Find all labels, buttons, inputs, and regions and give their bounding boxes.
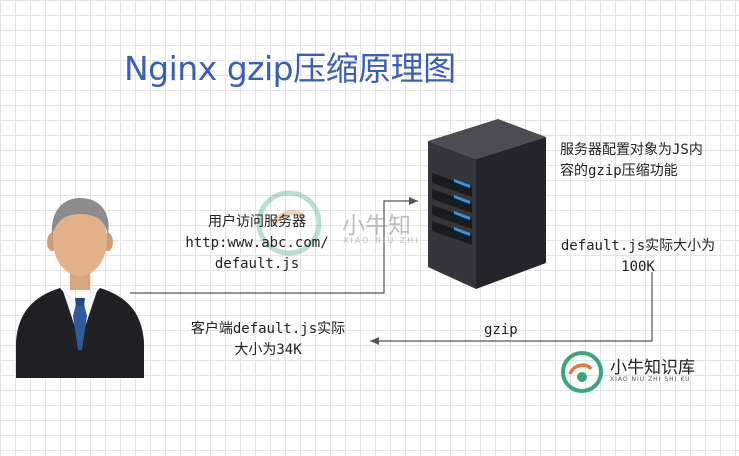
businessman-icon (16, 198, 144, 378)
server-note-line2: 容的gzip压缩功能 (560, 163, 678, 179)
server-tower-icon (428, 119, 546, 289)
client-label: 客户端default.js实际 大小为34K (178, 319, 358, 361)
watermark-corner-pinyin: XIAO NIU ZHI SHI KU (610, 376, 691, 383)
response-arrow (370, 272, 653, 345)
request-arrow (130, 197, 418, 294)
size-label: default.js实际大小为 100K (546, 236, 730, 278)
size-label-line1: default.js实际大小为 (560, 238, 716, 254)
client-label-line1: 客户端default.js实际 (190, 321, 346, 337)
size-label-line2: 100K (621, 259, 655, 275)
gzip-label: gzip (484, 322, 518, 338)
watermark-corner-logo-icon (561, 351, 603, 393)
request-label-line3: default.js (214, 256, 300, 272)
server-note: 服务器配置对象为JS内 容的gzip压缩功能 (560, 140, 703, 182)
watermark-center-text: 小牛知 (342, 213, 411, 239)
watermark-corner-text: 小牛知识库 (610, 358, 695, 378)
request-label-line2: http:www.abc.com/ (185, 235, 329, 251)
server-note-line1: 服务器配置对象为JS内 (560, 142, 703, 158)
diagram-title: Nginx gzip压缩原理图 (124, 49, 456, 88)
request-label: 用户访问服务器 http:www.abc.com/ default.js (172, 212, 342, 275)
request-label-line1: 用户访问服务器 (208, 214, 306, 230)
client-label-line2: 大小为34K (234, 342, 302, 358)
watermark-center-pinyin: XIAO NIU ZHI (343, 236, 420, 245)
watermark-logo-icon (256, 190, 322, 256)
